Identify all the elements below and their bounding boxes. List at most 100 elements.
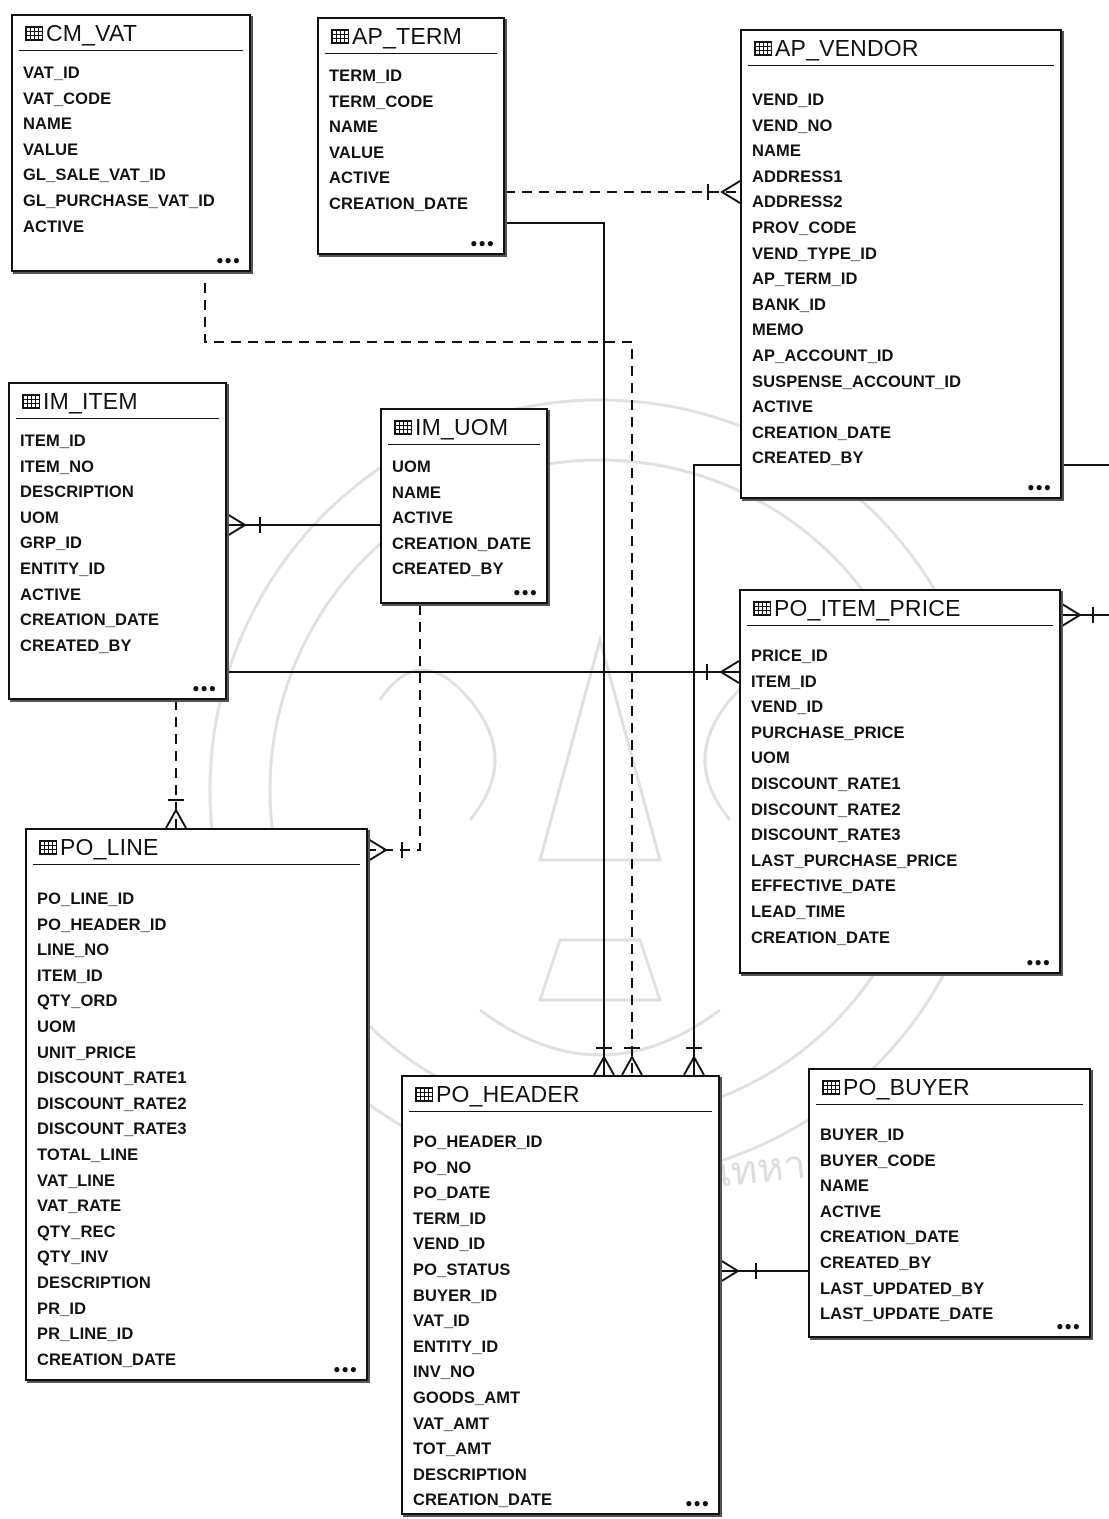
field: ITEM_ID: [37, 964, 366, 990]
field: VEND_ID: [413, 1232, 718, 1258]
field: PO_STATUS: [413, 1258, 718, 1284]
field: TOT_AMT: [413, 1437, 718, 1463]
entity-header: IM_ITEM: [16, 384, 219, 419]
entity-title: IM_UOM: [415, 414, 508, 441]
field: VEND_NO: [752, 114, 1060, 140]
table-icon: [753, 601, 771, 616]
more-fields-indicator[interactable]: ●●●: [685, 1496, 710, 1510]
field: BUYER_ID: [820, 1123, 1089, 1149]
field: TERM_ID: [413, 1207, 718, 1233]
field: LAST_UPDATED_BY: [820, 1277, 1089, 1303]
more-fields-indicator[interactable]: ●●●: [333, 1362, 358, 1376]
field: BUYER_CODE: [820, 1149, 1089, 1175]
entity-header: AP_VENDOR: [748, 31, 1054, 66]
entity-title: CM_VAT: [46, 20, 137, 47]
field: SUSPENSE_ACCOUNT_ID: [752, 370, 1060, 396]
entity-po-header[interactable]: PO_HEADER PO_HEADER_ID PO_NO PO_DATE TER…: [401, 1075, 720, 1515]
field: DISCOUNT_RATE1: [751, 772, 1059, 798]
table-icon: [415, 1087, 433, 1102]
entity-po-buyer[interactable]: PO_BUYER BUYER_ID BUYER_CODE NAME ACTIVE…: [808, 1068, 1091, 1338]
field: UOM: [392, 455, 546, 481]
field: CREATED_BY: [392, 557, 546, 583]
field: ADDRESS2: [752, 190, 1060, 216]
field: CREATION_DATE: [752, 421, 1060, 447]
field: ENTITY_ID: [413, 1335, 718, 1361]
field: PO_DATE: [413, 1181, 718, 1207]
field: NAME: [329, 115, 503, 141]
rel-imuom-poline-line: [368, 605, 420, 850]
field: DISCOUNT_RATE1: [37, 1066, 366, 1092]
entity-title: AP_VENDOR: [775, 35, 919, 62]
field: ITEM_NO: [20, 455, 225, 481]
field: LEAD_TIME: [751, 900, 1059, 926]
field: VALUE: [23, 138, 249, 164]
table-icon: [22, 394, 40, 409]
field: PO_HEADER_ID: [413, 1130, 718, 1156]
entity-header: CM_VAT: [19, 16, 243, 51]
field: QTY_INV: [37, 1245, 366, 1271]
entity-po-item-price[interactable]: PO_ITEM_PRICE PRICE_ID ITEM_ID VEND_ID P…: [739, 589, 1061, 974]
field: PR_ID: [37, 1297, 366, 1323]
entity-header: PO_BUYER: [816, 1070, 1083, 1105]
table-icon: [331, 29, 349, 44]
more-fields-indicator[interactable]: ●●●: [1056, 1319, 1081, 1333]
field: CREATION_DATE: [392, 532, 546, 558]
field: GL_PURCHASE_VAT_ID: [23, 189, 249, 215]
field: CREATION_DATE: [413, 1488, 718, 1514]
entity-cm-vat[interactable]: CM_VAT VAT_ID VAT_CODE NAME VALUE GL_SAL…: [11, 14, 251, 272]
more-fields-indicator[interactable]: ●●●: [216, 253, 241, 267]
entity-ap-vendor[interactable]: AP_VENDOR VEND_ID VEND_NO NAME ADDRESS1 …: [740, 29, 1062, 499]
entity-title: AP_TERM: [352, 23, 462, 50]
entity-title: PO_BUYER: [843, 1074, 970, 1101]
field: VEND_ID: [751, 695, 1059, 721]
field: VAT_ID: [23, 61, 249, 87]
field: NAME: [820, 1174, 1089, 1200]
table-icon: [39, 840, 57, 855]
field: CREATION_DATE: [329, 192, 503, 218]
field: TERM_ID: [329, 64, 503, 90]
field: PO_HEADER_ID: [37, 913, 366, 939]
entity-im-item[interactable]: IM_ITEM ITEM_ID ITEM_NO DESCRIPTION UOM …: [8, 382, 227, 700]
field: UOM: [37, 1015, 366, 1041]
rel-apvendor-poheader-line: [694, 465, 740, 1075]
field: PRICE_ID: [751, 644, 1059, 670]
field-list: VAT_ID VAT_CODE NAME VALUE GL_SALE_VAT_I…: [13, 51, 249, 240]
more-fields-indicator[interactable]: ●●●: [470, 236, 495, 250]
field: PO_LINE_ID: [37, 887, 366, 913]
field: ACTIVE: [820, 1200, 1089, 1226]
field: VAT_AMT: [413, 1412, 718, 1438]
field: PO_NO: [413, 1156, 718, 1182]
field: CREATION_DATE: [37, 1348, 366, 1374]
field: VEND_TYPE_ID: [752, 242, 1060, 268]
field: LAST_PURCHASE_PRICE: [751, 849, 1059, 875]
entity-im-uom[interactable]: IM_UOM UOM NAME ACTIVE CREATION_DATE CRE…: [380, 408, 548, 604]
field: VAT_CODE: [23, 87, 249, 113]
field: DISCOUNT_RATE3: [751, 823, 1059, 849]
table-icon: [25, 26, 43, 41]
field: TERM_CODE: [329, 90, 503, 116]
field: INV_NO: [413, 1360, 718, 1386]
field: AP_TERM_ID: [752, 267, 1060, 293]
more-fields-indicator[interactable]: ●●●: [513, 585, 538, 599]
field: GRP_ID: [20, 531, 225, 557]
field: DISCOUNT_RATE2: [37, 1092, 366, 1118]
entity-po-line[interactable]: PO_LINE PO_LINE_ID PO_HEADER_ID LINE_NO …: [25, 828, 368, 1381]
field: GOODS_AMT: [413, 1386, 718, 1412]
entity-header: PO_HEADER: [409, 1077, 712, 1112]
more-fields-indicator[interactable]: ●●●: [192, 681, 217, 695]
entity-header: IM_UOM: [388, 410, 540, 445]
field-list: ITEM_ID ITEM_NO DESCRIPTION UOM GRP_ID E…: [10, 419, 225, 659]
more-fields-indicator[interactable]: ●●●: [1027, 480, 1052, 494]
field-list: UOM NAME ACTIVE CREATION_DATE CREATED_BY: [382, 445, 546, 583]
field: UOM: [751, 746, 1059, 772]
field: DESCRIPTION: [413, 1463, 718, 1489]
field: ACTIVE: [23, 215, 249, 241]
field: VAT_LINE: [37, 1169, 366, 1195]
field: VALUE: [329, 141, 503, 167]
field: DESCRIPTION: [37, 1271, 366, 1297]
field: EFFECTIVE_DATE: [751, 874, 1059, 900]
entity-ap-term[interactable]: AP_TERM TERM_ID TERM_CODE NAME VALUE ACT…: [317, 17, 505, 255]
more-fields-indicator[interactable]: ●●●: [1026, 955, 1051, 969]
field: CREATION_DATE: [20, 608, 225, 634]
